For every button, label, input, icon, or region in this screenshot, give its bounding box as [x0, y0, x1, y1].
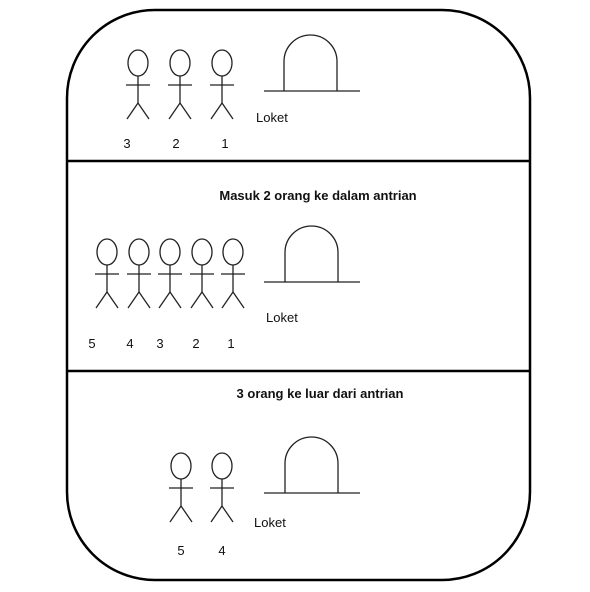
- panel-3-caption: 3 orang ke luar dari antrian: [237, 386, 404, 401]
- counter-booth: [264, 34, 360, 92]
- person-icon: [221, 238, 245, 309]
- person-icon: [126, 49, 150, 120]
- person-icon: [168, 49, 192, 120]
- counter-booth: [264, 436, 360, 494]
- queue-number: 5: [88, 336, 95, 351]
- person-icon: [210, 49, 234, 120]
- queue-number: 2: [172, 136, 179, 151]
- queue-number: 4: [126, 336, 133, 351]
- queue-number: 2: [192, 336, 199, 351]
- counter-label: Loket: [256, 110, 288, 125]
- queue-number: 1: [221, 136, 228, 151]
- person-icon: [210, 452, 234, 523]
- counter-booth: [264, 225, 360, 283]
- counter-label: Loket: [254, 515, 286, 530]
- person-icon: [127, 238, 151, 309]
- queue-number: 3: [123, 136, 130, 151]
- panel-2-caption: Masuk 2 orang ke dalam antrian: [219, 188, 416, 203]
- queue-number: 5: [177, 543, 184, 558]
- queue-number: 4: [218, 543, 225, 558]
- person-icon: [158, 238, 182, 309]
- person-icon: [95, 238, 119, 309]
- person-icon: [190, 238, 214, 309]
- queue-number: 3: [156, 336, 163, 351]
- queue-number: 1: [227, 336, 234, 351]
- counter-label: Loket: [266, 310, 298, 325]
- person-icon: [169, 452, 193, 523]
- diagram-frame: [65, 8, 532, 582]
